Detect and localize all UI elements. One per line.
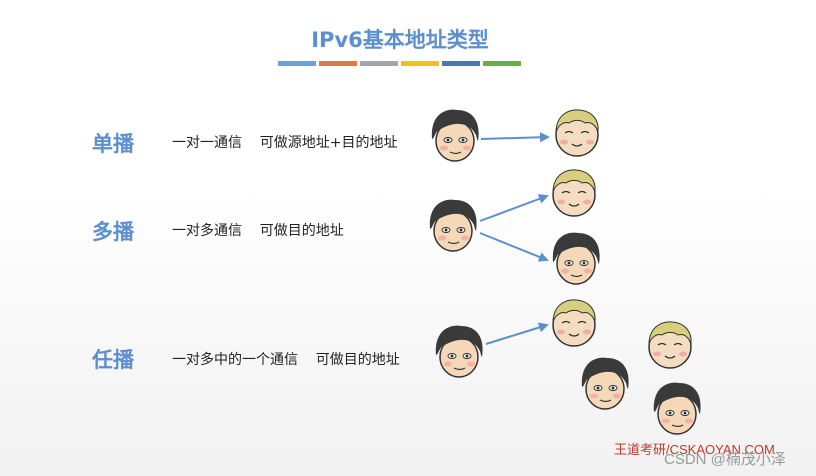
csdn-watermark: CSDN @楠茂小泽 bbox=[664, 451, 786, 468]
unicast-arrow bbox=[480, 132, 550, 143]
unicast-description: 一对一通信 可做源地址+目的地址 bbox=[172, 135, 398, 151]
anycast-member-face-icon bbox=[648, 321, 692, 369]
anycast-arrow bbox=[485, 322, 549, 345]
color-bar-segment bbox=[319, 61, 357, 66]
color-bar-segment bbox=[483, 61, 521, 66]
color-bar-segment bbox=[278, 61, 316, 66]
color-bar-segment bbox=[401, 61, 439, 66]
unicast-receiver-face-icon bbox=[555, 109, 599, 157]
anycast-member-face-icon bbox=[653, 381, 702, 435]
multicast-sender-face-icon bbox=[429, 198, 478, 252]
anycast-receiver-face-icon bbox=[552, 299, 596, 347]
unicast-sender-face-icon bbox=[431, 108, 480, 162]
multicast-description: 一对多通信 可做目的地址 bbox=[172, 223, 344, 239]
unicast-term: 单播 bbox=[92, 132, 134, 156]
multicast-receiver-face-icon bbox=[552, 169, 596, 217]
anycast-member-face-icon bbox=[581, 356, 630, 410]
multicast-arrow-down bbox=[479, 232, 549, 262]
multicast-arrow-up bbox=[479, 194, 549, 222]
multicast-receiver-face-icon bbox=[552, 231, 601, 285]
multicast-term: 多播 bbox=[92, 220, 134, 244]
title-color-bar bbox=[278, 61, 521, 66]
anycast-description: 一对多中的一个通信 可做目的地址 bbox=[172, 352, 400, 368]
color-bar-segment bbox=[442, 61, 480, 66]
anycast-sender-face-icon bbox=[435, 324, 484, 378]
color-bar-segment bbox=[360, 61, 398, 66]
page-title: IPv6基本地址类型 bbox=[311, 28, 489, 52]
brand-label: 王道考研/CSKAOYAN.COM bbox=[614, 442, 775, 457]
anycast-term: 任播 bbox=[92, 348, 134, 372]
